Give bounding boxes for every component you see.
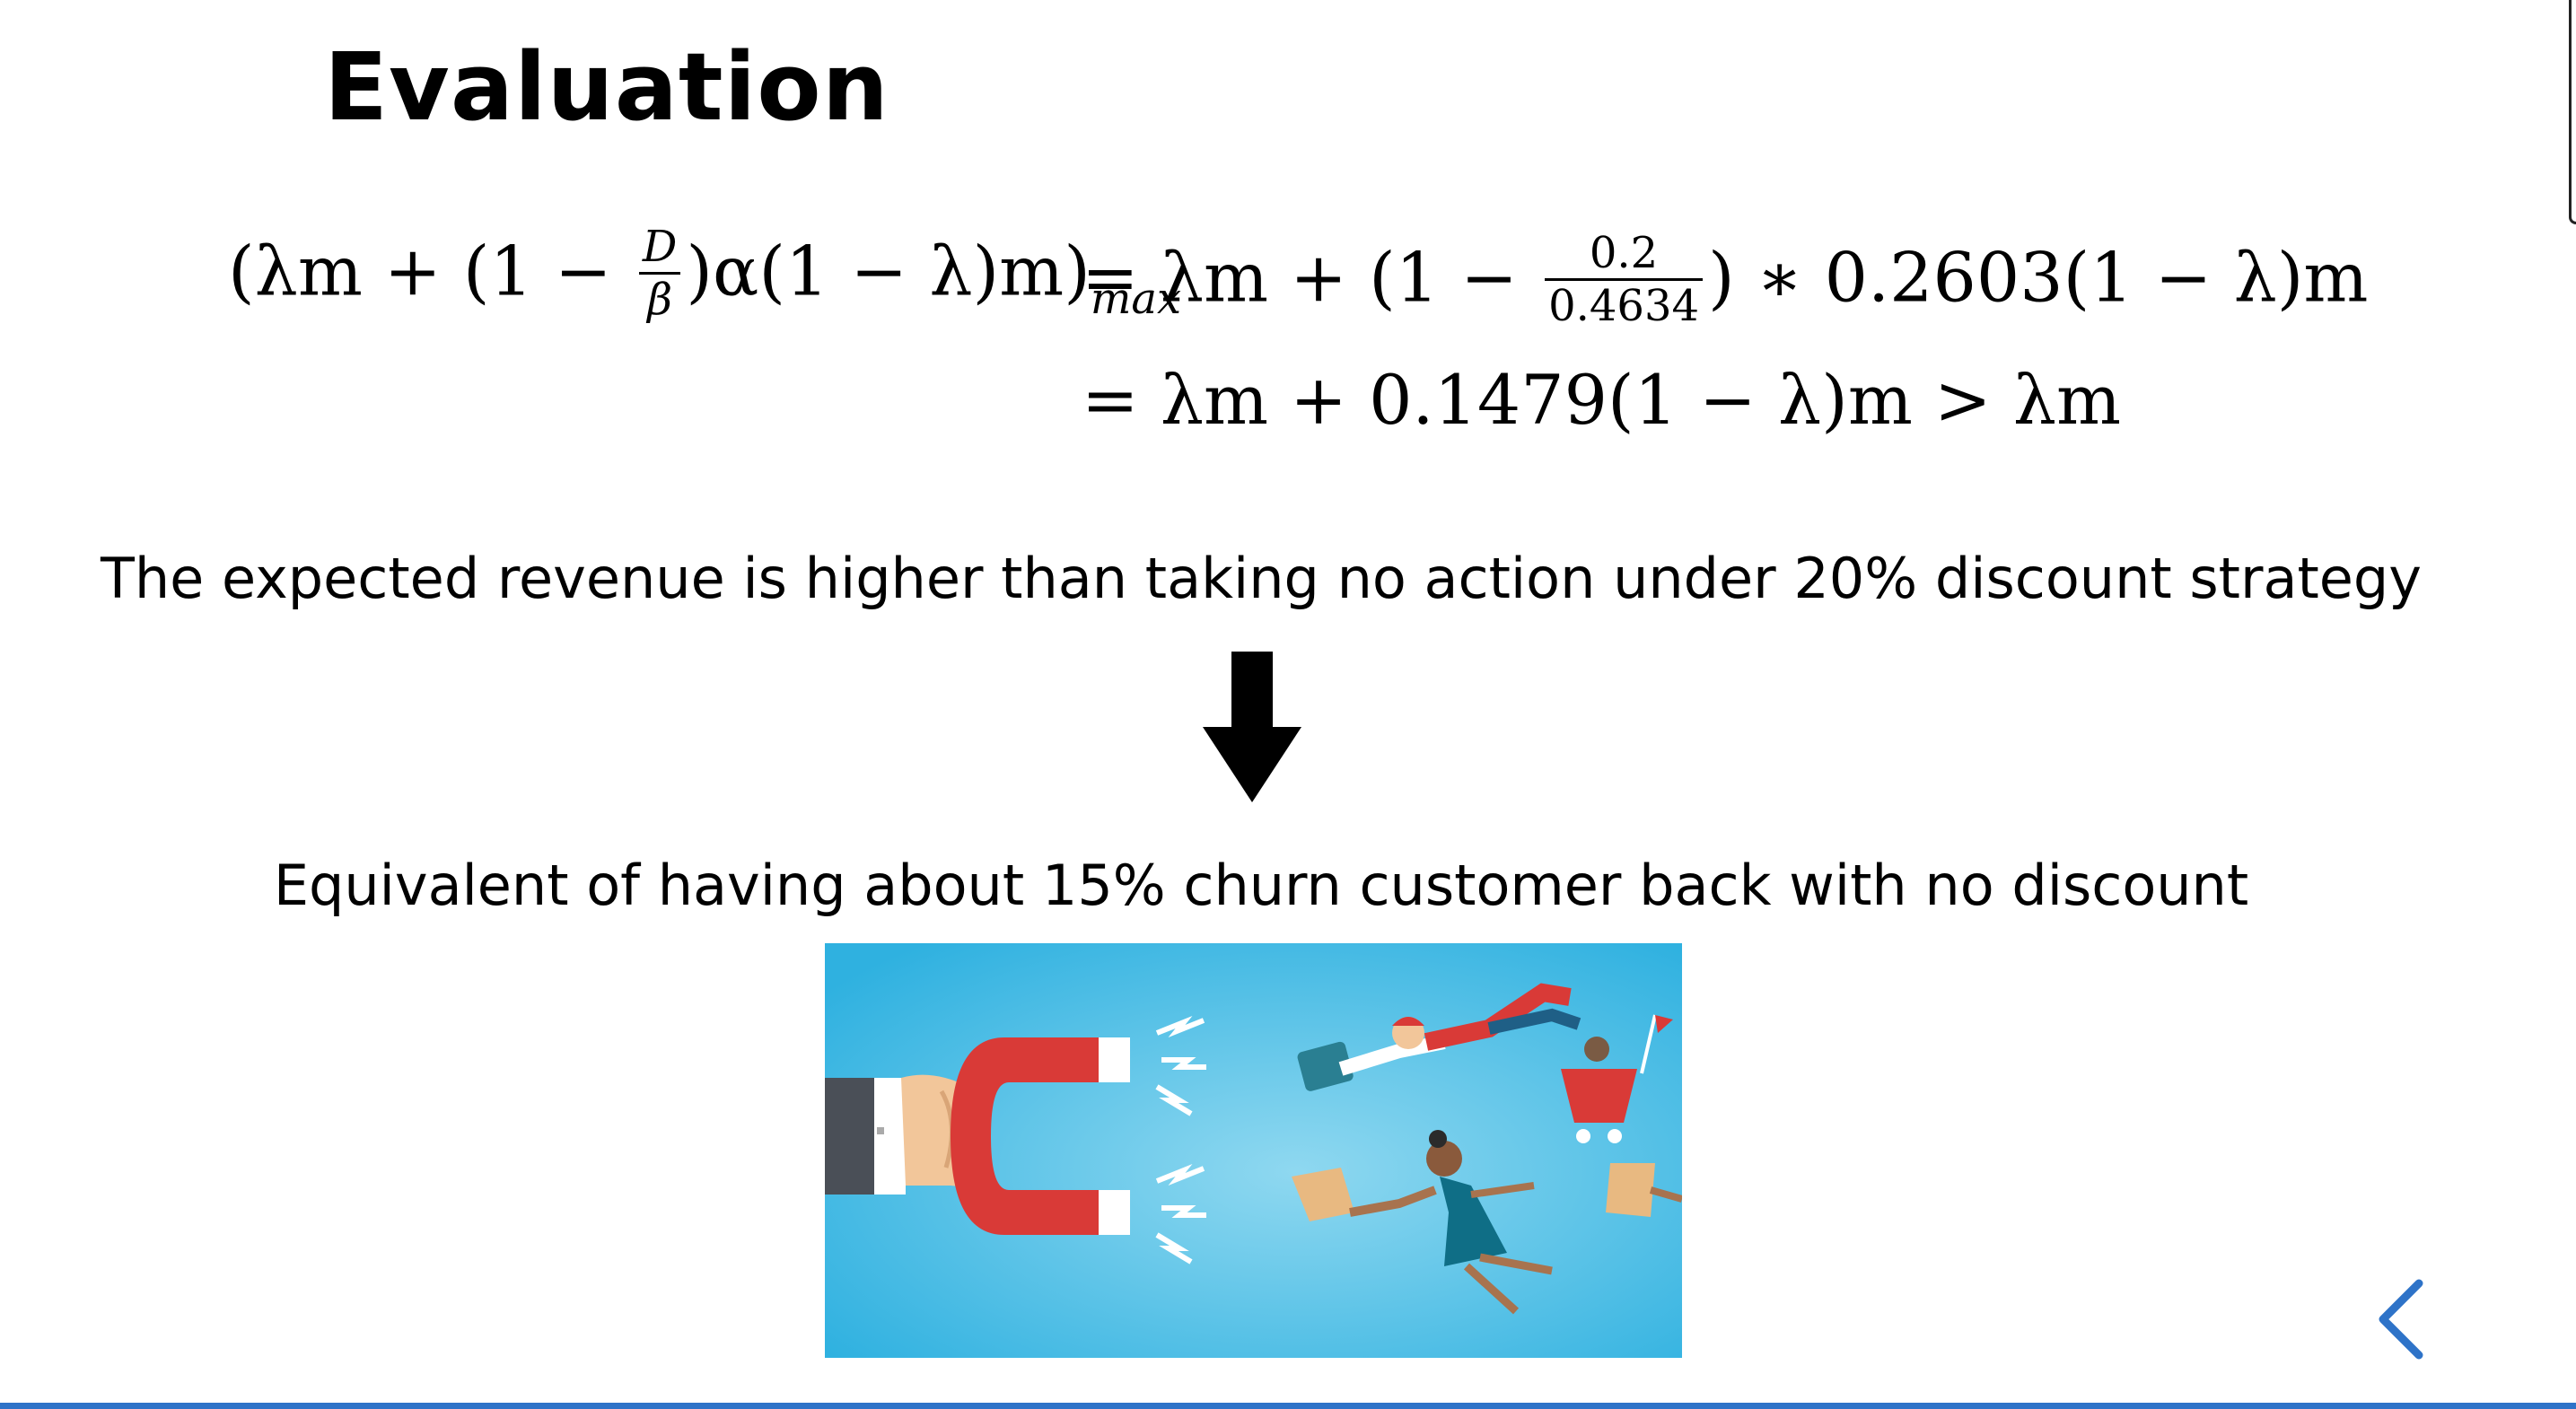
frac-denominator: β <box>647 275 672 325</box>
customer-magnet-illustration <box>825 943 1682 1358</box>
frac-numerator: D <box>638 225 681 275</box>
slide-title: Evaluation <box>324 32 889 142</box>
statement-text: The expected revenue is higher than taki… <box>101 546 2422 611</box>
chevron-left-icon[interactable] <box>2370 1274 2432 1364</box>
eq-rhs1-open: = λm + (1 − <box>1082 237 1540 318</box>
frac-numerator: 0.2 <box>1545 232 1704 281</box>
window-edge <box>2569 0 2576 224</box>
eq-lhs-open: (λm + (1 − <box>228 231 634 311</box>
spark-lines <box>1155 1015 1206 1265</box>
frac-denominator: 0.4634 <box>1548 281 1700 331</box>
conclusion-text: Equivalent of having about 15% churn cus… <box>273 853 2249 918</box>
flying-woman-figure <box>1292 1130 1553 1315</box>
shopping-cart-figure <box>1561 1014 1673 1143</box>
bottom-accent-bar <box>0 1403 2576 1409</box>
magnet-icon <box>951 1037 1130 1235</box>
eq-lhs-rest: )α(1 − λ)m) <box>686 231 1091 311</box>
down-arrow-icon <box>1203 652 1301 802</box>
flying-man-figure <box>1297 983 1582 1091</box>
eq-rhs1-rest: ) ∗ 0.2603(1 − λ)m <box>1708 237 2369 318</box>
equation-rhs-line2: = λm + 0.1479(1 − λ)m > λm <box>1082 360 2122 440</box>
shopping-bag-figure <box>1606 1163 1682 1217</box>
eq-lhs-subscript: max <box>1090 273 1182 324</box>
